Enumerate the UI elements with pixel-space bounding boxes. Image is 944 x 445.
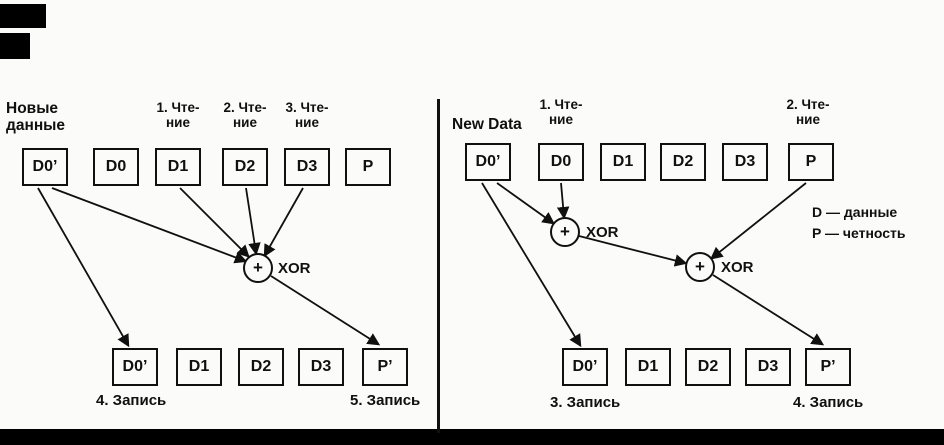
right-write-label-2: 4. Запись (793, 394, 864, 411)
right-xor1-circle: + (550, 217, 580, 247)
right-diagram-arrows (481, 182, 825, 348)
left-bottom-box-d0p: D0’ (112, 348, 158, 386)
left-bottom-box-d2: D2 (238, 348, 284, 386)
arrow-right-xor2-to-pp (712, 274, 825, 346)
right-top-box-p: P (788, 143, 834, 181)
scan-artifact-bottom-bar (0, 429, 944, 445)
right-write-label-1: 3. Запись (550, 394, 621, 411)
left-read-label-3: 3. Чте- ние (285, 100, 329, 130)
right-xor1-label: XOR (586, 224, 619, 241)
arrow-left-d0p-to-xor (51, 187, 248, 264)
left-top-box-d2: D2 (222, 148, 268, 186)
right-xor2-label: XOR (721, 259, 754, 276)
right-bottom-box-d1: D1 (625, 348, 671, 386)
left-write-label-1: 4. Запись (96, 392, 167, 409)
arrow-right-p-to-xor2 (710, 182, 807, 260)
right-new-data-label: New Data (452, 116, 522, 133)
arrow-right-d0p-to-write (481, 182, 582, 348)
right-top-box-d0: D0 (538, 143, 584, 181)
right-read-label-2: 2. Чте- ние (786, 97, 830, 127)
left-top-box-d1: D1 (155, 148, 201, 186)
scan-artifact-top-1 (0, 4, 46, 28)
right-bottom-box-pp: P’ (805, 348, 851, 386)
right-top-box-d1: D1 (600, 143, 646, 181)
left-new-data-label: Новые данные (6, 100, 66, 134)
right-top-box-d3: D3 (722, 143, 768, 181)
left-diagram-arrows (37, 187, 381, 348)
legend: D — данные P — четность (812, 204, 906, 241)
right-top-box-d0p: D0’ (465, 143, 511, 181)
left-bottom-box-d1: D1 (176, 348, 222, 386)
right-top-box-d2: D2 (660, 143, 706, 181)
right-bottom-box-d3: D3 (745, 348, 791, 386)
left-top-box-d0: D0 (93, 148, 139, 186)
right-bottom-box-d2: D2 (685, 348, 731, 386)
left-top-box-d3: D3 (284, 148, 330, 186)
left-read-label-2: 2. Чте- ние (223, 100, 267, 130)
arrow-right-d0-to-xor1 (556, 182, 570, 220)
diagram-divider-line (437, 99, 440, 433)
right-xor2-circle: + (685, 252, 715, 282)
left-top-box-d0p: D0’ (22, 148, 68, 186)
arrow-left-d2-to-xor (245, 187, 261, 256)
right-bottom-box-d0p: D0’ (562, 348, 608, 386)
left-read-label-1: 1. Чте- ние (156, 100, 200, 130)
arrow-left-xor-to-pp (270, 275, 381, 346)
scan-artifact-top-2 (0, 33, 30, 59)
left-top-box-p: P (345, 148, 391, 186)
left-write-label-2: 5. Запись (350, 392, 421, 409)
arrow-left-d0p-to-write (37, 187, 130, 348)
arrow-right-d0p-to-xor1 (496, 182, 556, 225)
left-xor-circle: + (243, 253, 273, 283)
left-xor-label: XOR (278, 260, 311, 277)
arrow-left-d1-to-xor (179, 187, 250, 258)
left-bottom-box-d3: D3 (298, 348, 344, 386)
right-read-label-1: 1. Чте- ние (539, 97, 583, 127)
left-bottom-box-pp: P’ (362, 348, 408, 386)
arrow-left-d3-to-xor (263, 187, 304, 258)
